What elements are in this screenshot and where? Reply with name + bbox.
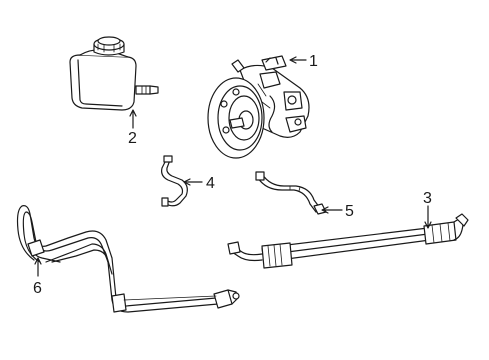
power-steering-pump	[207, 55, 310, 159]
cooler-line	[227, 213, 469, 269]
pressure-line	[16, 205, 240, 313]
callout-4: 4	[206, 175, 215, 192]
callout-3: 3	[423, 190, 432, 207]
callout-1: 1	[309, 53, 318, 70]
callout-leaders	[34, 56, 432, 277]
callout-labels: 1 2 3 4 5 6	[33, 53, 432, 297]
hose-medium	[255, 171, 327, 215]
callout-6: 6	[33, 280, 42, 297]
hose-small	[161, 155, 188, 207]
callout-2: 2	[128, 130, 137, 147]
callout-5: 5	[345, 203, 354, 220]
reservoir	[69, 36, 159, 111]
